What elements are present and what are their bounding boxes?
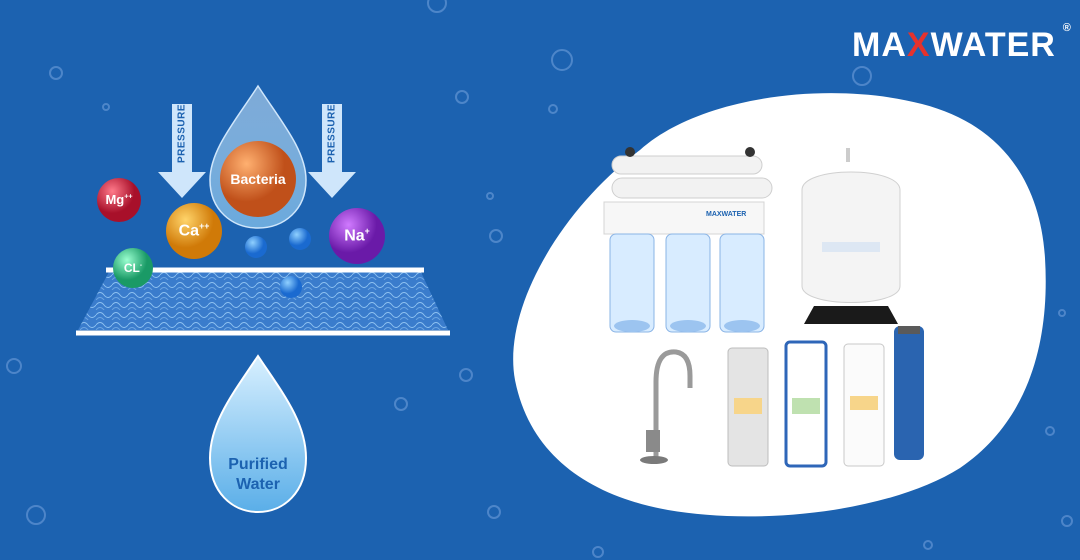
logo-text-1: MA xyxy=(852,26,907,64)
na-label: Na+ xyxy=(335,226,379,245)
ro-diagram xyxy=(76,84,450,514)
registered-mark: ® xyxy=(1062,22,1072,34)
cl-charge: - xyxy=(139,262,143,269)
logo-text-2: WATER xyxy=(930,26,1056,64)
ca-symbol: Ca xyxy=(178,222,200,240)
bacteria xyxy=(220,141,296,217)
ca-label: Ca++ xyxy=(172,221,216,240)
mg-label: Mg++ xyxy=(99,192,139,207)
filter-housings xyxy=(609,233,765,333)
pressure-label-right: PRESSURE xyxy=(326,104,338,164)
mg-charge: ++ xyxy=(124,192,133,201)
mg-ion xyxy=(97,178,141,222)
na-charge: + xyxy=(364,226,370,236)
cl-ion xyxy=(113,248,153,288)
system-frame: MAXWATER xyxy=(603,147,773,235)
bacteria-label: Bacteria xyxy=(230,171,286,187)
cl-label: CL- xyxy=(115,261,151,275)
cl-symbol: CL xyxy=(123,261,140,275)
pressure-arrow-left xyxy=(158,104,206,198)
ro-system-product: MAXWATER xyxy=(603,147,924,468)
ca-charge: ++ xyxy=(199,221,210,231)
purified-water-label: Purified Water xyxy=(210,455,306,495)
water-molecule xyxy=(280,276,302,298)
purified-line-2: Water xyxy=(236,476,280,493)
na-symbol: Na xyxy=(344,227,365,245)
maxwater-logo[interactable]: MAXWATER ® xyxy=(852,22,1071,65)
ca-ion xyxy=(166,203,222,259)
pressure-arrow-right xyxy=(308,104,356,198)
water-molecule xyxy=(289,228,311,250)
membrane xyxy=(76,267,450,336)
water-molecule xyxy=(245,236,267,258)
replacement-filters xyxy=(727,326,924,468)
storage-tank xyxy=(801,148,901,324)
mg-symbol: Mg xyxy=(105,192,125,207)
logo-x: X xyxy=(906,26,931,64)
purified-droplet xyxy=(208,354,308,514)
bubbles xyxy=(6,0,1073,558)
purified-line-1: Purified xyxy=(228,456,288,473)
system-brand: MAXWATER xyxy=(706,211,746,218)
na-ion xyxy=(329,208,385,264)
pressure-label-left: PRESSURE xyxy=(176,104,188,164)
faucet xyxy=(640,349,693,464)
